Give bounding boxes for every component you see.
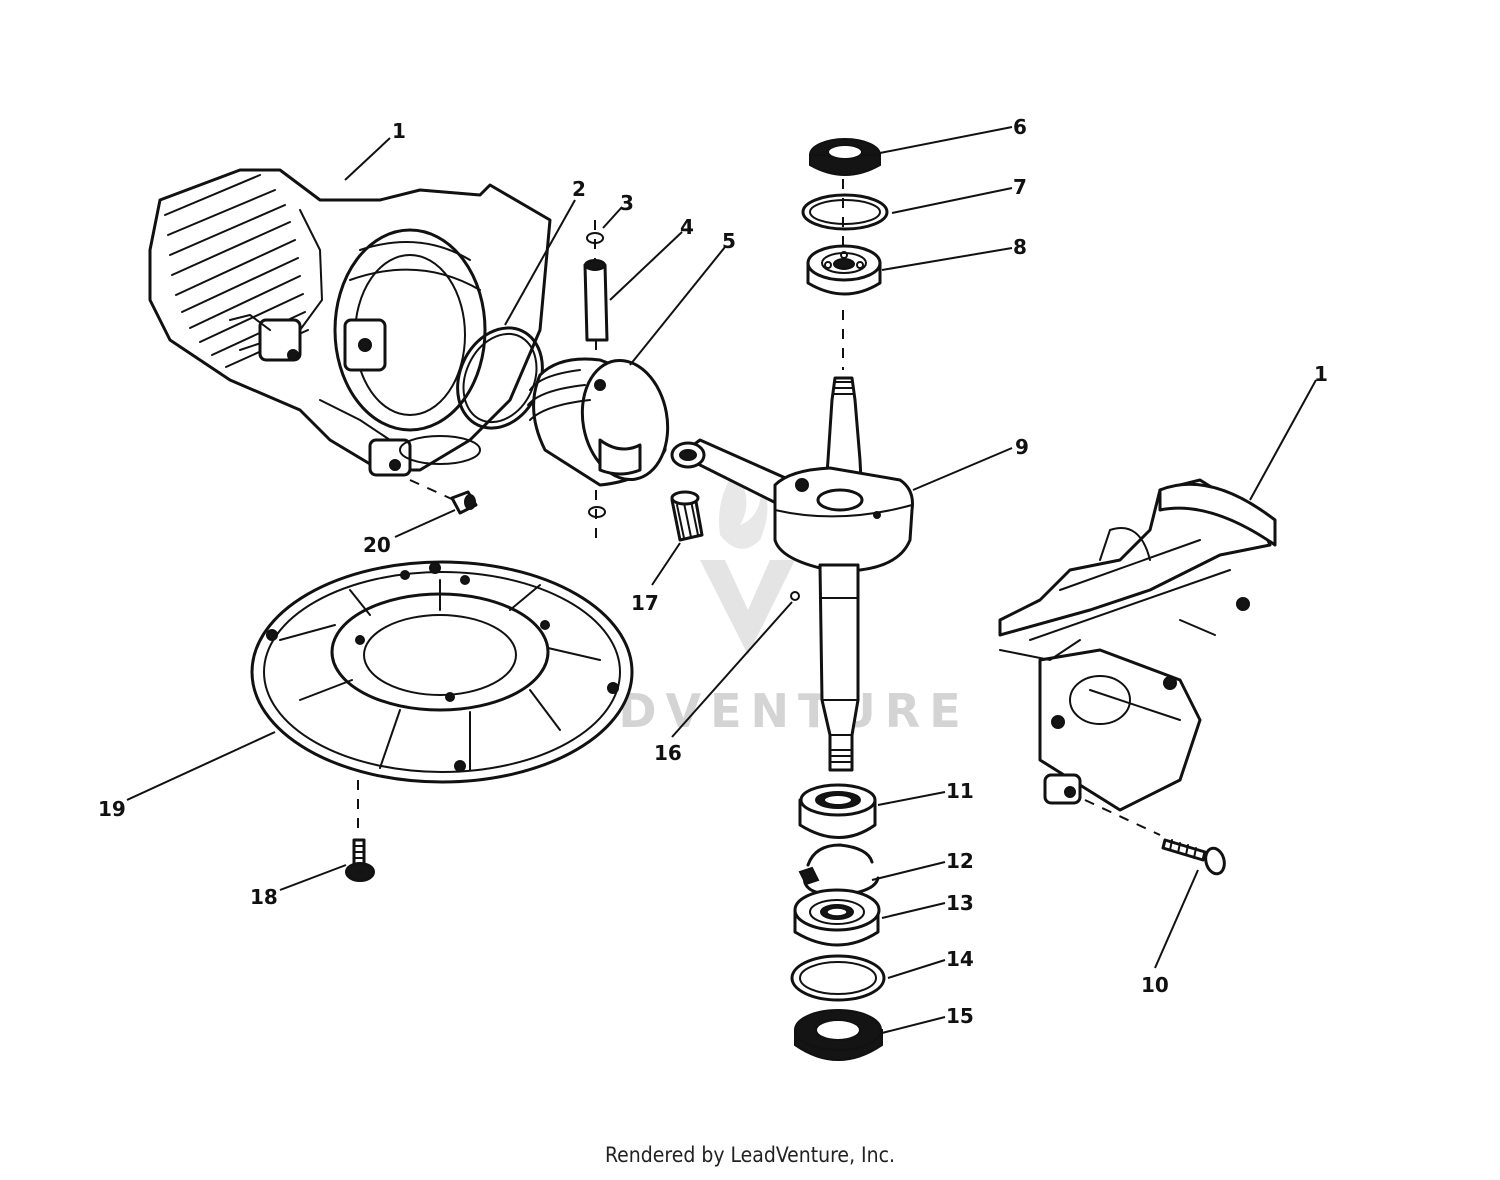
cylinder-crankcase-upper xyxy=(148,168,552,477)
snap-ring-lower-part xyxy=(790,954,886,1002)
retaining-ring-part xyxy=(798,843,880,897)
callout-labels: 1 1 2 3 4 5 6 7 8 9 10 11 12 13 14 15 16… xyxy=(98,115,1328,1028)
callout-10: 10 xyxy=(1141,973,1169,997)
callout-8: 8 xyxy=(1013,235,1027,259)
crankcase-half-right xyxy=(998,478,1277,812)
wrist-pin-part xyxy=(583,259,609,365)
callout-6: 6 xyxy=(1013,115,1027,139)
callout-16: 16 xyxy=(654,741,682,765)
callout-2: 2 xyxy=(572,177,586,201)
needle-bearing-part xyxy=(670,490,704,542)
piston-part xyxy=(527,357,670,540)
oil-seal-bottom-part xyxy=(794,1009,883,1061)
callout-7: 7 xyxy=(1013,175,1027,199)
callout-1b: 1 xyxy=(1314,362,1328,386)
callout-12: 12 xyxy=(946,849,974,873)
callout-17: 17 xyxy=(631,591,659,615)
ball-bearing-top-part xyxy=(806,244,882,296)
callout-1a: 1 xyxy=(392,119,406,143)
clip-part-top xyxy=(586,220,604,260)
callout-15: 15 xyxy=(946,1004,974,1028)
oil-seal-lower-part xyxy=(798,783,877,839)
oil-seal-top-part xyxy=(809,138,881,176)
footer-credit: Rendered by LeadVenture, Inc. xyxy=(605,1143,895,1167)
callout-19: 19 xyxy=(98,797,126,821)
callout-18: 18 xyxy=(250,885,278,909)
snap-ring-top-part xyxy=(801,193,889,231)
callout-5: 5 xyxy=(722,229,736,253)
callout-11: 11 xyxy=(946,779,974,803)
leader-lines xyxy=(126,126,1317,1034)
gasket-plate-part xyxy=(250,560,634,784)
callout-20: 20 xyxy=(363,533,391,557)
woodruff-key-part xyxy=(790,591,800,601)
callout-13: 13 xyxy=(946,891,974,915)
callout-4: 4 xyxy=(680,215,694,239)
dowel-pin-part xyxy=(450,490,478,515)
callout-14: 14 xyxy=(946,947,974,971)
callout-3: 3 xyxy=(620,191,634,215)
bolt-part xyxy=(1161,838,1226,876)
crankshaft-part xyxy=(670,376,914,772)
callout-9: 9 xyxy=(1015,435,1029,459)
ball-bearing-lower-part xyxy=(793,888,881,947)
screw-part xyxy=(345,838,375,882)
